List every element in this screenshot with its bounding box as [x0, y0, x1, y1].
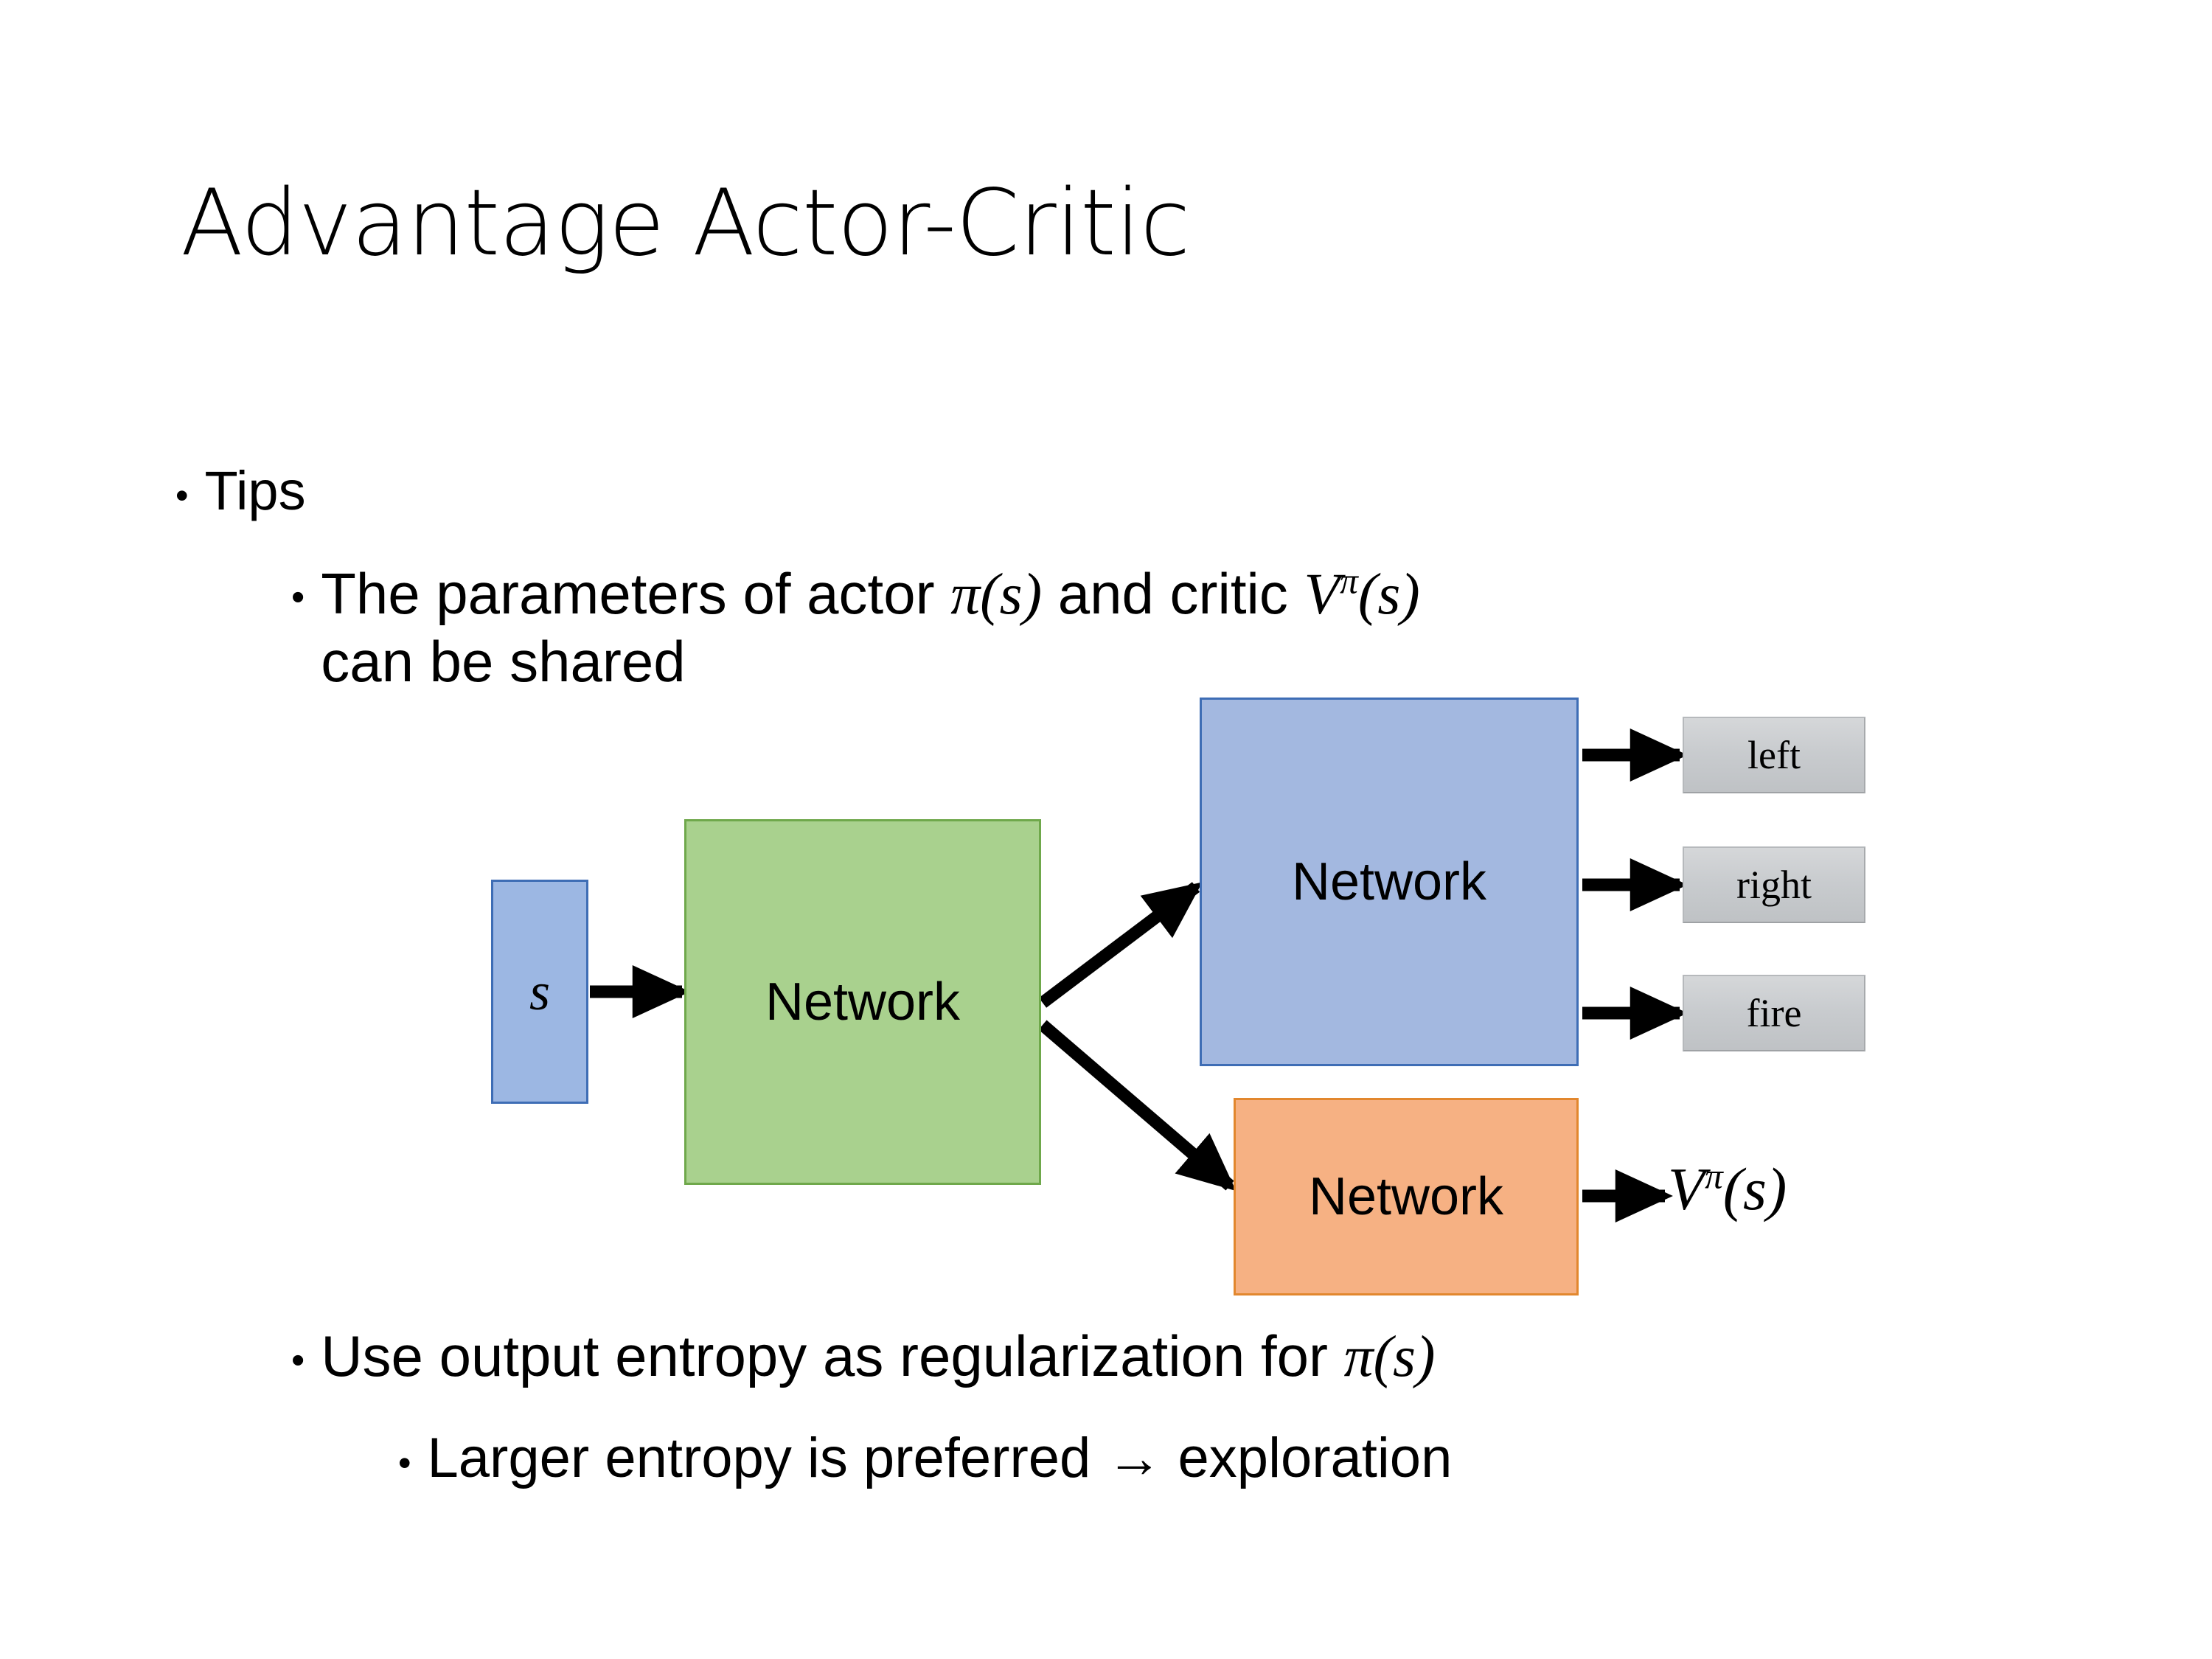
action-output-left-label: left: [1747, 733, 1801, 777]
math-critic-superscript: π: [1340, 560, 1358, 602]
action-output-fire[interactable]: fire: [1683, 975, 1865, 1051]
page-title: Advantage Actor-Critic: [181, 170, 1190, 276]
bullet-tips: • Tips: [175, 461, 306, 521]
math-critic-value: Vπ(s): [1304, 562, 1420, 627]
bullet-marker-icon: •: [398, 1442, 411, 1484]
actor-network-box[interactable]: Network: [1200, 698, 1579, 1066]
bullet-shared-parameters-text: The parameters of actor π(s) and critic …: [321, 560, 1987, 695]
bullet-marker-icon: •: [291, 1339, 305, 1382]
critic-output-superscript: π: [1705, 1155, 1723, 1197]
text-lead: The parameters of actor: [321, 561, 951, 626]
text-lead: Use output entropy as regularization for: [321, 1324, 1344, 1388]
math-critic-argument: (s): [1357, 562, 1420, 627]
math-actor-policy: π(s): [1343, 1324, 1436, 1389]
bullet-larger-entropy-text: Larger entropy is preferred → exploratio…: [427, 1427, 1453, 1489]
action-output-fire-label: fire: [1746, 991, 1802, 1035]
bullet-larger-entropy: • Larger entropy is preferred → explorat…: [398, 1427, 2168, 1491]
math-critic-base: V: [1304, 562, 1340, 627]
bullet-marker-icon: •: [175, 475, 189, 516]
critic-output-argument: (s): [1722, 1155, 1787, 1222]
shared-network-box[interactable]: Network: [684, 819, 1041, 1185]
critic-network-label: Network: [1308, 1167, 1504, 1226]
bullet-shared-parameters: • The parameters of actor π(s) and criti…: [291, 560, 1987, 695]
shared-network-label: Network: [765, 973, 961, 1032]
critic-output-base: V: [1668, 1155, 1705, 1222]
bullet-entropy-regularization: • Use output entropy as regularization f…: [291, 1324, 2061, 1391]
actor-network-label: Network: [1291, 852, 1487, 911]
critic-output-value: Vπ(s): [1668, 1155, 1787, 1224]
text-middle: and critic: [1042, 561, 1304, 626]
action-output-right-label: right: [1736, 863, 1812, 907]
math-actor-policy: π(s): [950, 562, 1043, 627]
bullet-marker-icon: •: [291, 576, 305, 619]
arrow-shared-to-critic: [1038, 1020, 1237, 1192]
state-input-label: s: [529, 961, 551, 1021]
bullet-entropy-text: Use output entropy as regularization for…: [321, 1324, 2061, 1391]
text-tail: can be shared: [321, 629, 686, 695]
bullet-tips-label: Tips: [204, 460, 306, 521]
action-output-left[interactable]: left: [1683, 717, 1865, 793]
state-input-box[interactable]: s: [491, 880, 588, 1104]
arrow-shared-to-actor: [1038, 882, 1203, 1008]
critic-network-box[interactable]: Network: [1234, 1098, 1579, 1295]
action-output-right[interactable]: right: [1683, 846, 1865, 923]
